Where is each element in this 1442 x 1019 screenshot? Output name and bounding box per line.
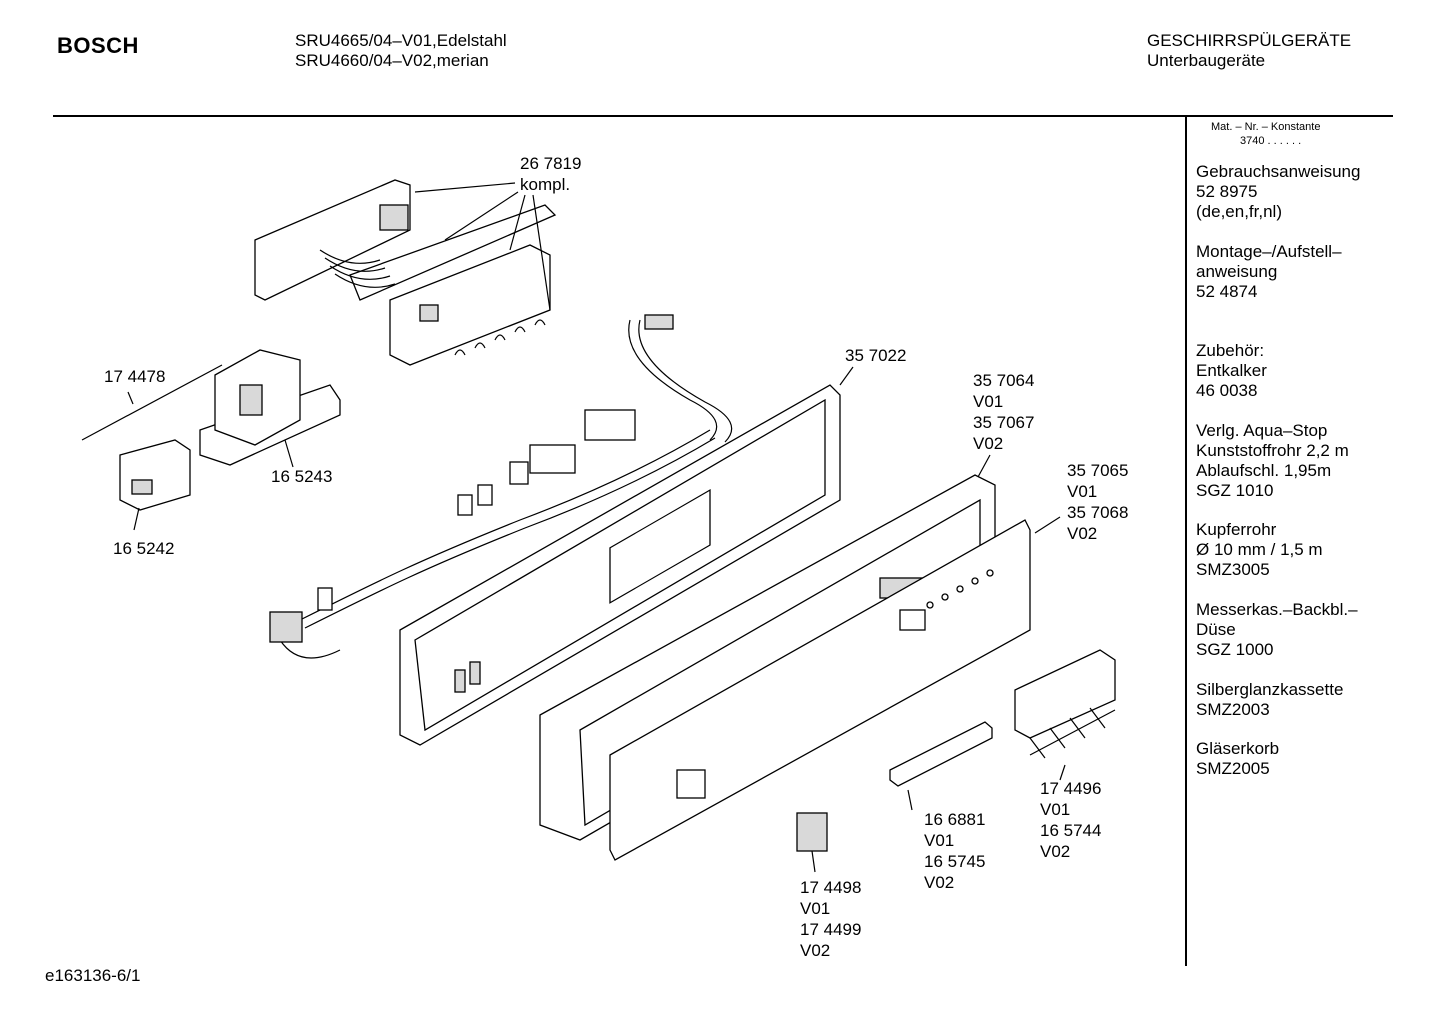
category-line-1: GESCHIRRSPÜLGERÄTE	[1147, 31, 1352, 50]
label-part-357022: 35 7022	[845, 346, 907, 365]
mat-nr-value: 3740 . . . . . .	[1240, 135, 1302, 147]
model-line-2: SRU4660/04–V02,merian	[295, 51, 489, 70]
category: GESCHIRRSPÜLGERÄTE Unterbaugeräte	[1147, 31, 1351, 71]
control-frame	[399, 366, 854, 746]
wiring-harness	[269, 314, 733, 659]
mains-switch	[119, 439, 191, 531]
label-part-174478: 17 4478	[104, 367, 166, 386]
indicator-clip	[796, 812, 828, 873]
category-line-2: Unterbaugeräte	[1147, 51, 1266, 70]
brand-logo: BOSCH	[57, 33, 139, 58]
model-numbers: SRU4665/04–V01,Edelstahl SRU4660/04–V02,…	[295, 31, 507, 71]
mat-nr-header: Mat. – Nr. – Konstante	[1211, 121, 1321, 133]
control-board-assembly	[254, 179, 557, 366]
fascia-cover	[609, 516, 1061, 861]
handle-strip	[889, 721, 993, 811]
label-part-165243: 16 5243	[271, 467, 333, 486]
switch-housing	[199, 349, 341, 468]
rod-part	[81, 364, 223, 441]
label-part-165242: 16 5242	[113, 539, 175, 558]
button-set	[1014, 649, 1116, 781]
model-line-1: SRU4665/04–V01,Edelstahl	[295, 31, 507, 50]
document-id: e163136-6/1	[45, 966, 141, 985]
